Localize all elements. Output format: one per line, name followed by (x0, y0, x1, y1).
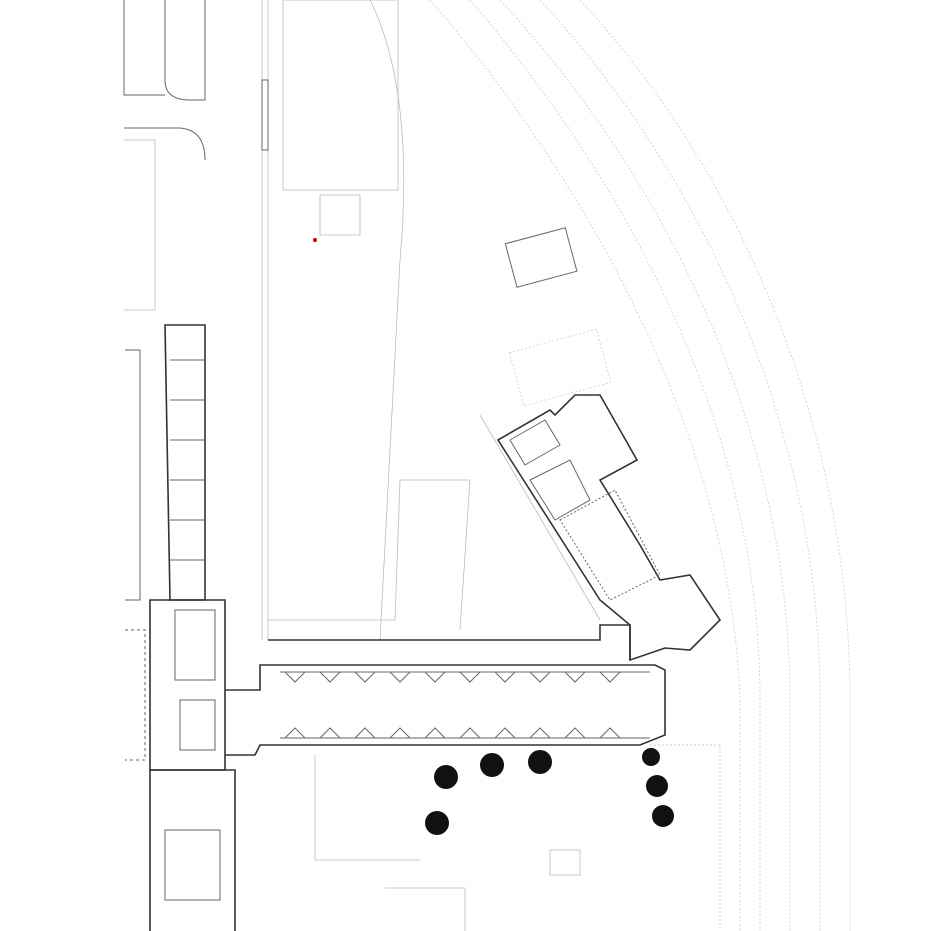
tree-icon (480, 753, 504, 777)
tree-icon (646, 775, 668, 797)
field-areas (268, 0, 612, 631)
tree-icon (528, 750, 552, 774)
courtyard (314, 744, 721, 931)
new-building (479, 394, 722, 662)
cloister-piers (284, 671, 621, 739)
tree-icon (652, 805, 674, 827)
tree-icon (642, 748, 660, 766)
marker-point (313, 238, 317, 242)
road-curves (369, 0, 851, 931)
tree-icon (434, 765, 458, 789)
tree-icon (425, 811, 449, 835)
trees (425, 748, 674, 835)
left-wing-building (125, 324, 236, 931)
left-street-blocks (123, 0, 269, 640)
cloister-wing (225, 624, 666, 756)
